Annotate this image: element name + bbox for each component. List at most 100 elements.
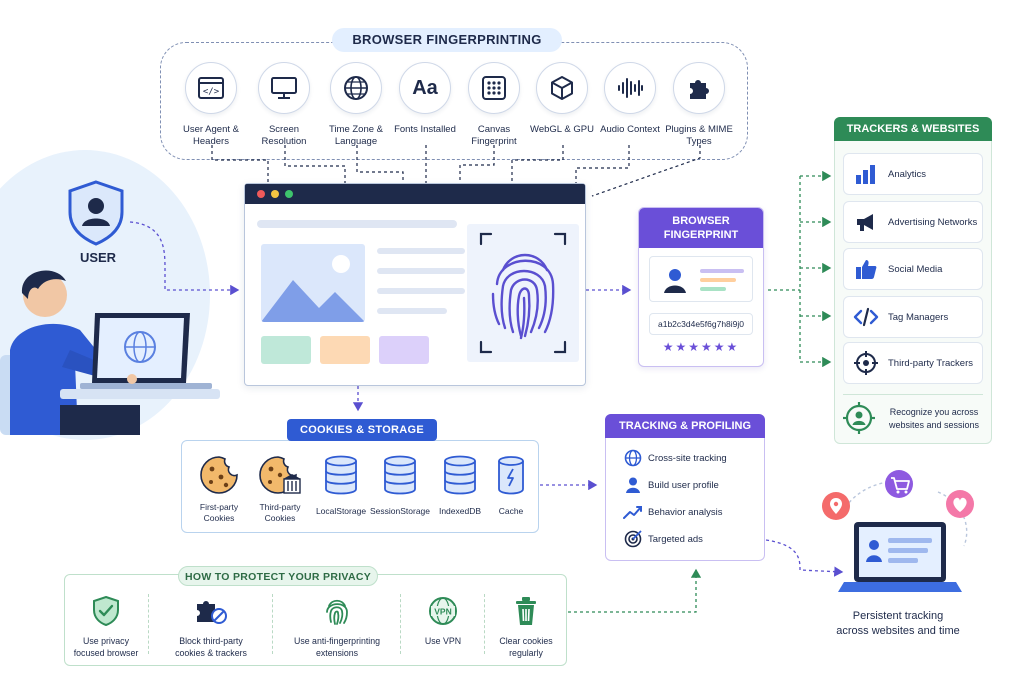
persistent-tracking-text: Persistent tracking across websites and … — [812, 609, 984, 639]
persistent-line-2: across websites and time — [836, 625, 960, 637]
text-line — [377, 268, 465, 274]
persistent-tracking-illustration — [822, 470, 974, 592]
tracking-label: Build user profile — [648, 479, 719, 491]
protect-label-1: Block third-party — [179, 636, 243, 646]
fp-item-plugins: Plugins & MIME Types — [664, 62, 734, 148]
trash-icon — [516, 597, 536, 625]
window-minimize-dot[interactable] — [271, 190, 279, 198]
vpn-icon: VPN — [429, 597, 457, 625]
tracking-user-profile: Build user profile — [618, 474, 719, 496]
database-icon — [444, 455, 476, 495]
tracking-targeted-ads: Targeted ads — [618, 528, 703, 550]
storage-label: IndexedDB — [438, 506, 482, 516]
megaphone-icon — [857, 214, 873, 231]
target-icon — [624, 530, 642, 548]
fp-item-webgl: WebGL & GPU — [527, 62, 597, 136]
window-close-dot[interactable] — [257, 190, 265, 198]
protect-clear-cookies: Clear cookies regularly — [486, 596, 566, 659]
protect-anti-fingerprinting: Use anti-fingerprinting extensions — [274, 596, 400, 659]
window-maximize-dot[interactable] — [285, 190, 293, 198]
tracker-label: Social Media — [888, 263, 943, 275]
storage-label: Cache — [498, 506, 524, 516]
tracker-advertising[interactable]: Advertising Networks — [843, 201, 983, 243]
fingerprint-icon — [479, 232, 567, 354]
fp-label: Fonts Installed — [394, 124, 456, 135]
database-icon — [384, 455, 416, 495]
fp-item-canvas: Canvas Fingerprint — [459, 62, 529, 148]
tracking-cross-site: Cross-site tracking — [618, 447, 727, 469]
bf-title-2: FINGERPRINT — [663, 229, 739, 241]
profile-bar — [700, 287, 726, 291]
tracker-third-party[interactable]: Third-party Trackers — [843, 342, 983, 384]
audio-wave-icon — [618, 78, 643, 98]
fp-item-audio: Audio Context — [595, 62, 665, 136]
fp-item-fonts: Aa Fonts Installed — [390, 62, 460, 136]
browser-window — [244, 183, 586, 386]
profile-bar — [700, 278, 736, 282]
monitor-icon — [271, 77, 297, 99]
trackers-footer-divider — [843, 394, 983, 395]
third-party-cookie-icon — [259, 456, 301, 494]
storage-cache: Cache — [479, 455, 543, 517]
storage-indexeddb: IndexedDB — [428, 455, 492, 517]
fingerprint-stars: ★★★★★★ — [662, 340, 740, 354]
tracker-social[interactable]: Social Media — [843, 248, 983, 290]
globe-icon — [624, 449, 642, 467]
fp-label: WebGL & GPU — [530, 124, 594, 135]
storage-sessionstorage: SessionStorage — [368, 455, 432, 517]
tracking-label: Targeted ads — [648, 533, 703, 545]
protect-label-2: regularly — [509, 648, 543, 658]
thumbs-up-icon — [856, 260, 877, 279]
tracker-label: Advertising Networks — [888, 216, 978, 228]
cookie-label-1: First-party — [199, 502, 239, 512]
browser-address-bar — [257, 220, 457, 228]
fingerprint-icon — [326, 599, 348, 625]
cookie-label-2: Cookies — [264, 513, 296, 523]
color-block-purple — [379, 336, 429, 364]
recognize-text: Recognize you across websites and sessio… — [882, 406, 986, 432]
globe-icon — [344, 76, 368, 100]
fp-label: Plugins & MIME Types — [665, 124, 733, 147]
text-line — [377, 288, 465, 294]
fp-label: Screen Resolution — [261, 124, 307, 147]
trackers-header: TRACKERS & WEBSITES — [834, 117, 992, 141]
fp-label: Audio Context — [600, 124, 660, 135]
tracker-tag-managers[interactable]: Tag Managers — [843, 296, 983, 338]
database-icon — [325, 455, 357, 495]
user-illustration — [0, 270, 220, 435]
tracker-label: Third-party Trackers — [888, 357, 973, 369]
trend-icon — [623, 506, 642, 519]
tracking-label: Behavior analysis — [648, 506, 723, 518]
protect-separator — [272, 594, 273, 654]
tracking-header: TRACKING & PROFILING — [605, 414, 765, 438]
protect-separator — [148, 594, 149, 654]
fingerprinting-title: BROWSER FINGERPRINTING — [332, 28, 562, 52]
canvas-grid-icon — [482, 76, 506, 100]
user-shield — [66, 180, 126, 251]
color-block-orange — [320, 336, 370, 364]
user-shield-icon — [68, 180, 124, 246]
protect-panel — [64, 574, 567, 666]
protect-separator — [484, 594, 485, 654]
browser-fingerprint-card: BROWSER FINGERPRINT a1b2c3d4e5f6g7h8i9j0… — [638, 207, 764, 367]
browser-fingerprint-header: BROWSER FINGERPRINT — [639, 208, 763, 248]
svg-text:</>: </> — [203, 87, 220, 97]
svg-text:VPN: VPN — [434, 607, 451, 617]
fp-label: Time Zone & Language — [328, 124, 384, 147]
fp-label: User Agent & Headers — [183, 124, 239, 147]
text-line — [377, 248, 465, 254]
bf-title-1: BROWSER — [672, 215, 730, 227]
cache-icon — [498, 456, 524, 495]
fingerprint-hash: a1b2c3d4e5f6g7h8i9j0 — [649, 313, 753, 335]
tracking-behavior: Behavior analysis — [618, 501, 722, 523]
persistent-line-1: Persistent tracking — [852, 610, 944, 622]
protect-label-1: Use VPN — [424, 636, 462, 646]
fp-item-screen: Screen Resolution — [249, 62, 319, 148]
protect-separator — [400, 594, 401, 654]
protect-label-1: Use anti-fingerprinting — [293, 636, 381, 646]
fp-label: Canvas Fingerprint — [471, 124, 517, 147]
shield-check-icon — [93, 595, 119, 627]
tracker-analytics[interactable]: Analytics — [843, 153, 983, 195]
cookies-title: COOKIES & STORAGE — [287, 419, 437, 441]
